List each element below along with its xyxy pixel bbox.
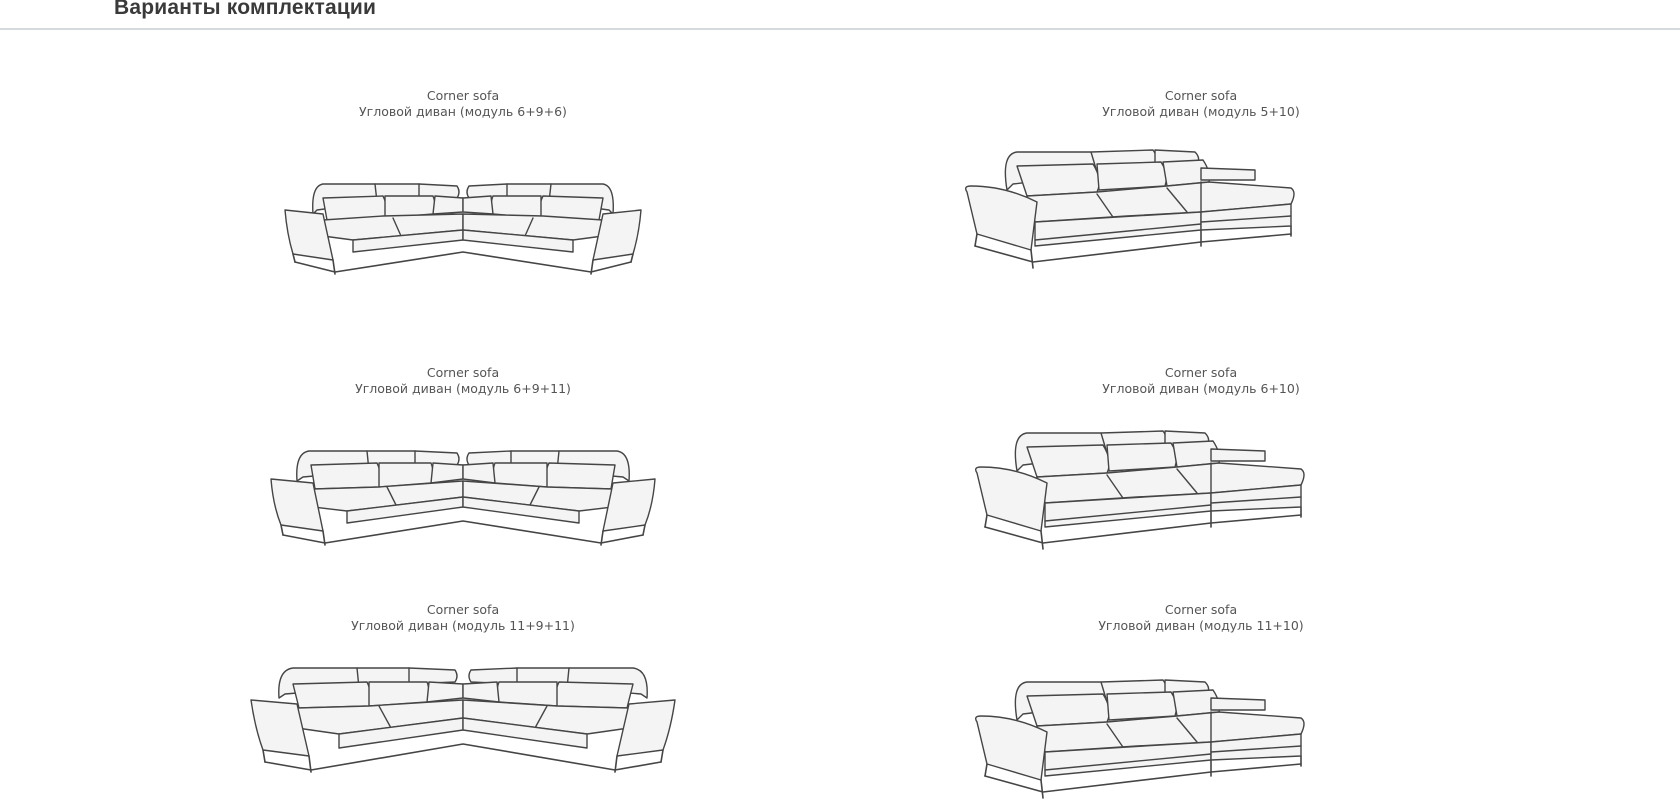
u-shape-large-sofa-drawing	[183, 667, 743, 778]
configuration-caption: Corner sofa Угловой диван (модуль 11+10)	[921, 602, 1481, 634]
configuration-caption: Corner sofa Угловой диван (модуль 6+10)	[921, 365, 1481, 397]
configuration-name-en: Corner sofa	[426, 602, 500, 617]
configuration-name-en: Corner sofa	[1164, 365, 1238, 380]
configuration-name-ru: Угловой диван (модуль 6+9+11)	[355, 381, 571, 396]
configuration-card: Corner sofa Угловой диван (модуль 5+10)	[921, 88, 1481, 269]
configuration-caption: Corner sofa Угловой диван (модуль 6+9+6)	[183, 88, 743, 120]
configuration-name-ru: Угловой диван (модуль 11+9+11)	[351, 618, 575, 633]
u-shape-medium-sofa-drawing	[183, 449, 743, 549]
chaise-sofa-drawing	[921, 430, 1481, 561]
configuration-card: Corner sofa Угловой диван (модуль 6+9+6)	[183, 88, 743, 275]
configuration-name-en: Corner sofa	[426, 88, 500, 103]
configuration-name-ru: Угловой диван (модуль 6+10)	[1102, 381, 1300, 396]
configuration-name-ru: Угловой диван (модуль 5+10)	[1102, 104, 1300, 119]
configuration-name-ru: Угловой диван (модуль 6+9+6)	[359, 104, 567, 119]
configuration-name-en: Corner sofa	[1164, 602, 1238, 617]
configuration-card: Corner sofa Угловой диван (модуль 6+9+11…	[183, 365, 743, 546]
chaise-sofa-drawing	[921, 149, 1481, 280]
configuration-name-en: Corner sofa	[426, 365, 500, 380]
configuration-caption: Corner sofa Угловой диван (модуль 6+9+11…	[183, 365, 743, 397]
u-shape-small-sofa-drawing	[183, 180, 743, 280]
configuration-card: Corner sofa Угловой диван (модуль 6+10)	[921, 365, 1481, 550]
chaise-sofa-drawing	[921, 679, 1481, 810]
configuration-card: Corner sofa Угловой диван (модуль 11+9+1…	[183, 602, 743, 773]
configuration-card: Corner sofa Угловой диван (модуль 11+10)	[921, 602, 1481, 799]
configuration-name-en: Corner sofa	[1164, 88, 1238, 103]
configuration-caption: Corner sofa Угловой диван (модуль 11+9+1…	[183, 602, 743, 634]
configuration-caption: Corner sofa Угловой диван (модуль 5+10)	[921, 88, 1481, 120]
configuration-name-ru: Угловой диван (модуль 11+10)	[1098, 618, 1304, 633]
section-header: Варианты комплектации	[0, 0, 1680, 30]
page-title: Варианты комплектации	[114, 0, 377, 19]
